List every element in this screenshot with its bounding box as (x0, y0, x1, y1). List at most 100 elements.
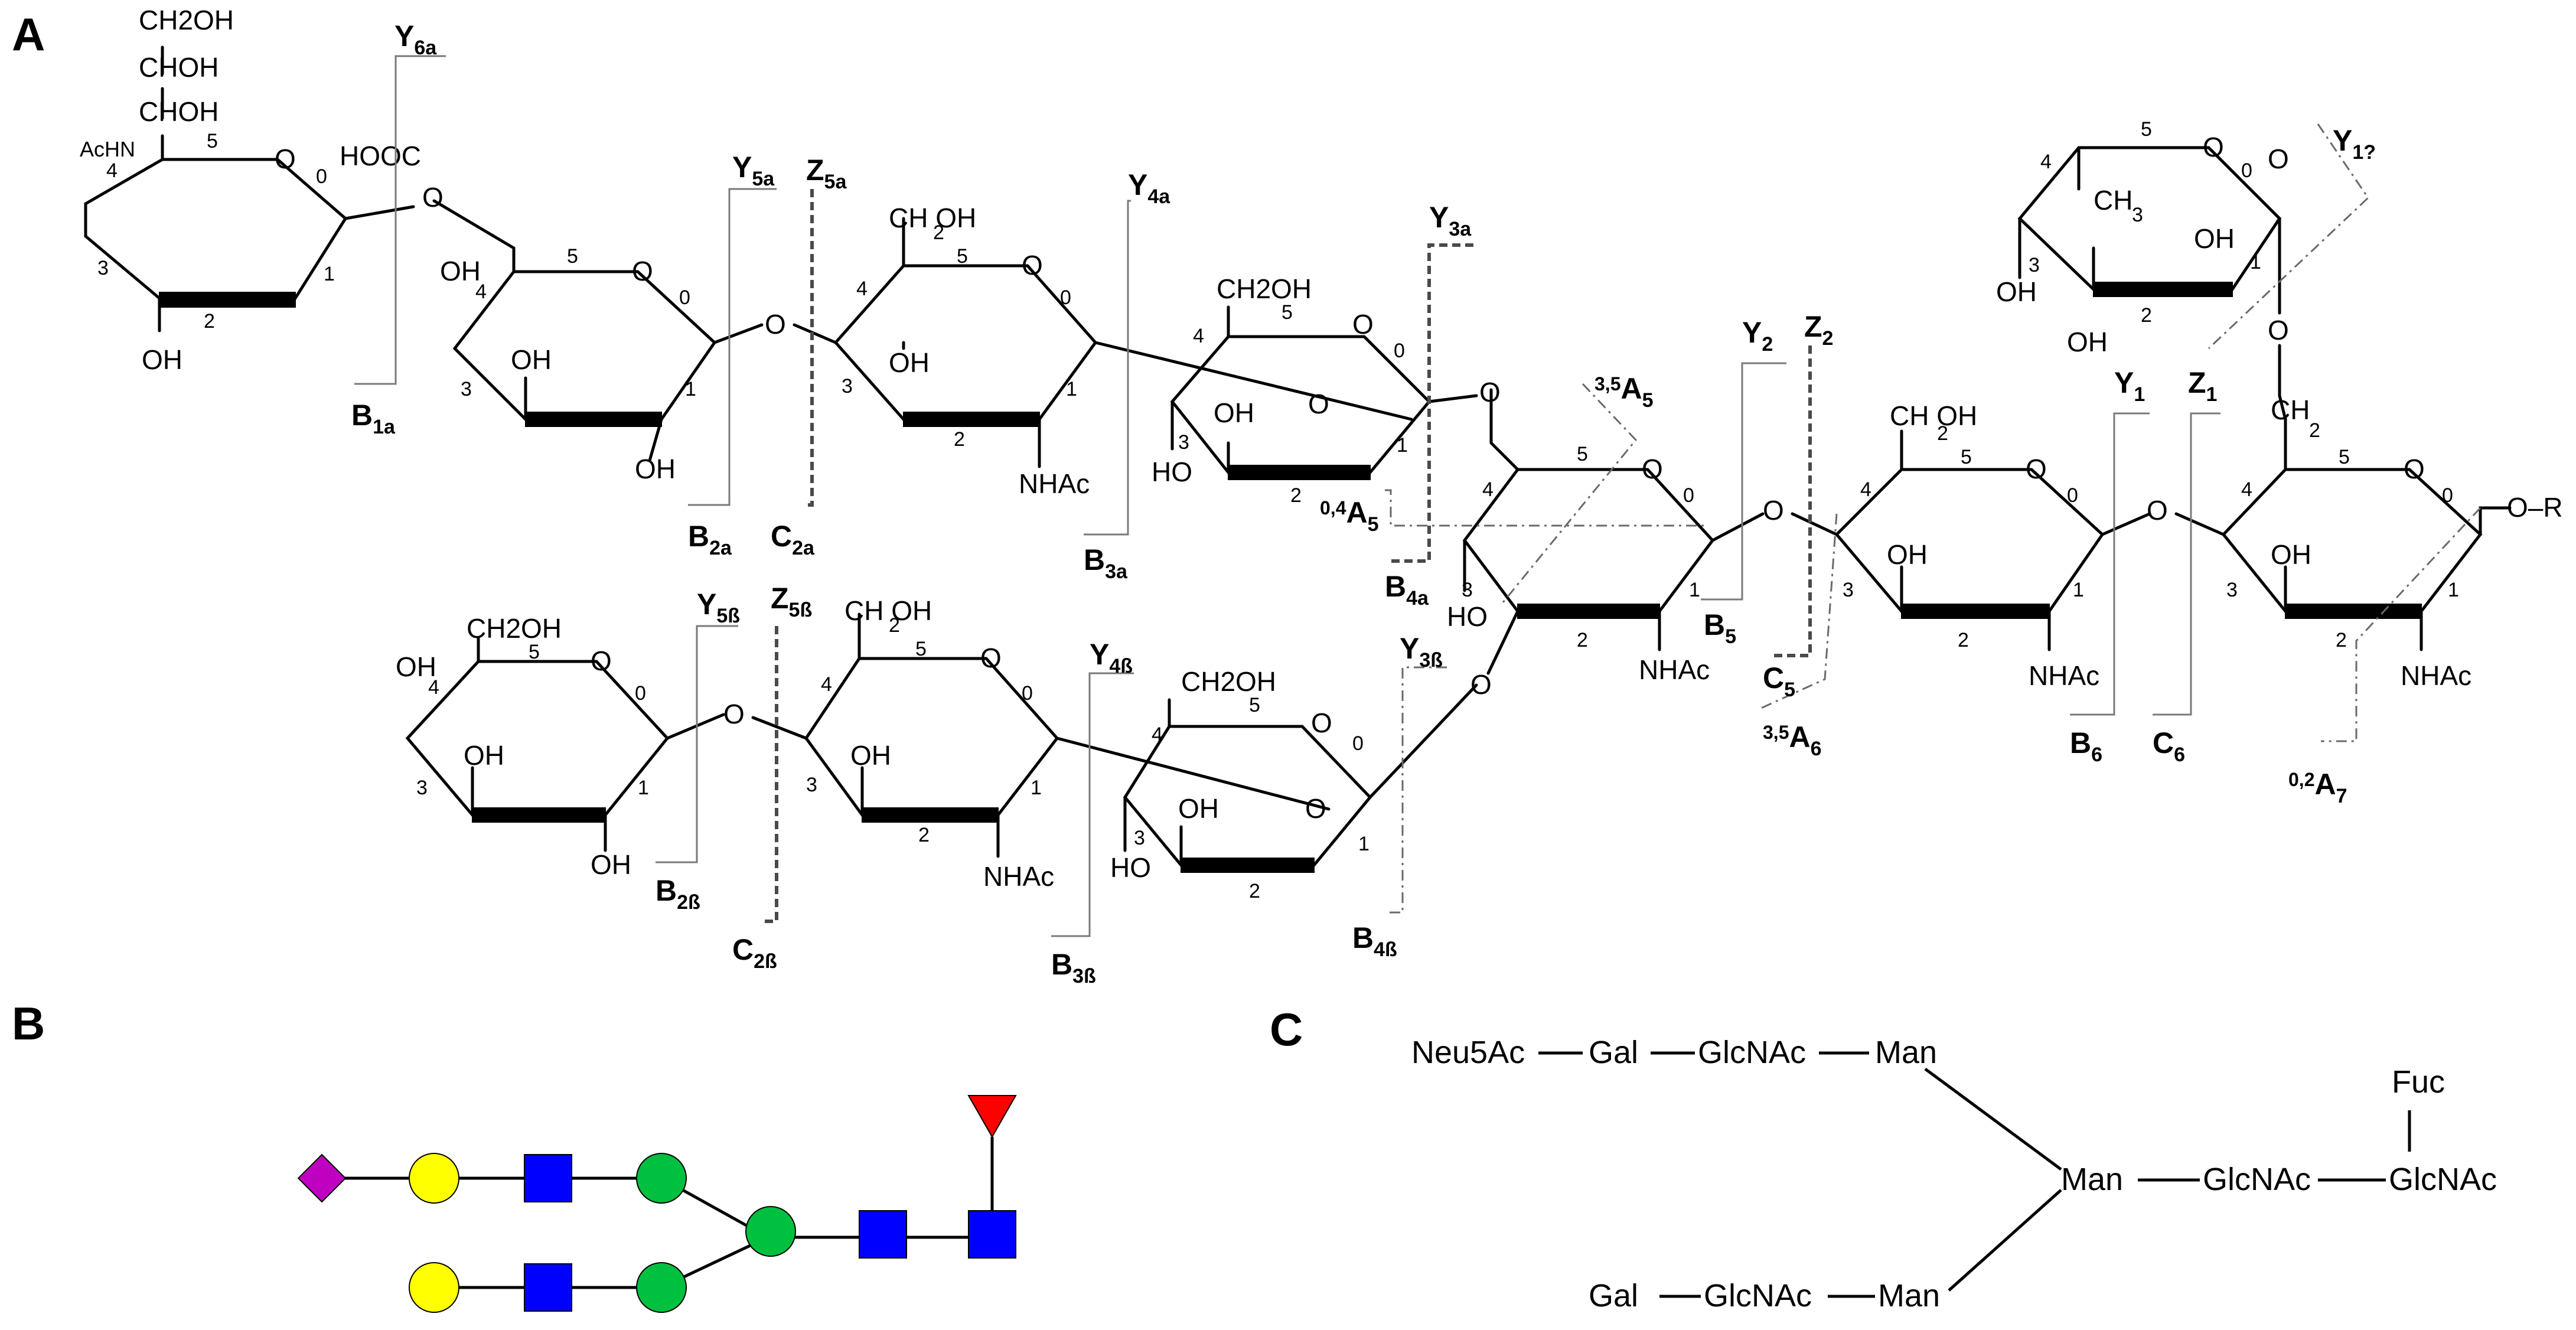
gal-b-residue: CH2OH OH OH OH O 5 4 3 1 0 O (396, 613, 745, 880)
gal-a-oh-4: OH (440, 256, 481, 286)
fuc-oh-2: OH (2194, 223, 2235, 254)
glcnac-b-ch2oh: CH OH (844, 595, 932, 626)
fragment-labels: Y6a B1a Y5a Z5a B2a C2a Y4a B3a Y3a 0,4A… (351, 19, 2376, 987)
gal-b-num: 4 (428, 676, 439, 699)
fragment-label-y4a: Y4a (1128, 168, 1170, 208)
fuc-num: 0 (2241, 159, 2252, 182)
symbol-panel-b (297, 1095, 1017, 1313)
glcnac-a-num: 3 (842, 375, 853, 397)
man-core-num: 1 (1689, 579, 1700, 601)
gal-a-num: 4 (475, 281, 487, 303)
glcnac-b-num: 2 (918, 824, 930, 846)
fragment-label-b5: B5 (1704, 608, 1736, 648)
fragment-label-c6: C6 (2153, 726, 2185, 766)
sia-num-3: 3 (97, 257, 109, 279)
gal-b-num: 3 (416, 777, 428, 799)
fuc-num: 1 (2250, 251, 2261, 273)
glcnac-a-num: 1 (1066, 378, 1077, 400)
man-core-circle-icon (745, 1206, 796, 1257)
glcnac-core-num: 2 (1958, 629, 1969, 651)
man-a-num: 5 (1282, 301, 1293, 324)
fragment-label-b1a: B1a (351, 399, 396, 438)
gal-a-num: 1 (685, 378, 696, 400)
glcnac-red-sub: 2 (2309, 419, 2320, 442)
c-core-man: Man (2061, 1162, 2123, 1197)
gal-b-ch2oh: CH2OH (467, 613, 562, 644)
man-core-num: 4 (1482, 478, 1494, 501)
gal-a-residue: OH OH OH O 5 4 3 1 0 O (432, 199, 786, 484)
fragment-label-z1: Z1 (2188, 366, 2217, 406)
sia-num-0: 0 (316, 165, 327, 188)
man-b-oh: OH (1178, 793, 1219, 824)
fuc-num: 2 (2141, 304, 2152, 327)
fragment-label-y1q: Y1? (2333, 124, 2376, 164)
gal-a-num: 5 (567, 245, 578, 268)
sia-oh: OH (142, 344, 182, 375)
glcnac-square-icon (524, 1154, 572, 1202)
glcnac-a-num: 4 (856, 278, 868, 300)
man-b-num: 4 (1152, 723, 1163, 746)
gal-a-oh-2: OH (635, 454, 676, 484)
glcnac-core-num: 1 (2073, 579, 2084, 601)
glcnac-core-ring-o: O (2026, 454, 2047, 484)
c-core-glcnac-1: GlcNAc (2203, 1162, 2311, 1197)
man-a-num: 0 (1394, 340, 1405, 362)
fragment-label-b4b: B4ß (1352, 921, 1397, 961)
glcnac-a-ring-o: O (1022, 250, 1043, 281)
glcnac-red-oh: OH (2271, 539, 2311, 570)
sia-ring-o: O (275, 144, 296, 174)
gal-b-oh-2: OH (591, 849, 631, 880)
man-b-ring-o2: O (1305, 793, 1326, 824)
glyco-o-2: O (765, 309, 786, 340)
glcnac-square-icon (524, 1263, 572, 1312)
fragment-label-y3b: Y3ß (1400, 632, 1443, 671)
glcnac-b-num: 1 (1031, 777, 1042, 799)
man-core-ho: HO (1447, 601, 1488, 632)
man-b-ch2oh: CH2OH (1181, 666, 1276, 697)
glyco-o-1: O (422, 182, 444, 213)
glcnac-a-nhac: NHAc (1019, 468, 1090, 499)
gal-circle-icon (409, 1153, 459, 1204)
fragment-label-y5b: Y5ß (697, 588, 740, 627)
glcnac-red-num: 1 (2448, 579, 2459, 601)
gal-b-num: 0 (635, 682, 646, 705)
panel-label-a: A (12, 8, 45, 60)
fragment-label-y3a: Y3a (1429, 201, 1472, 240)
fragment-label-c2a: C2a (771, 520, 815, 559)
sia-choh-1: CHOH (139, 52, 219, 83)
fuc-sub: 3 (2132, 204, 2143, 226)
fragment-label-z5b: Z5ß (771, 582, 812, 621)
man-a-residue: CH2OH OH HO O O 5 4 3 2 1 0 O (1152, 273, 1501, 507)
glcnac-red-nhac: NHAc (2401, 660, 2471, 691)
c-top-gal: Gal (1589, 1035, 1638, 1070)
gal-b-ring-o: O (591, 646, 612, 676)
glcnac-core-residue: CH OH 2 OH NHAc O 5 4 3 2 1 0 O (1791, 400, 2168, 691)
man-a-ring-o: O (1352, 309, 1374, 340)
fragment-label-y4b: Y4ß (1090, 638, 1133, 677)
sia-num-5: 5 (207, 130, 218, 152)
man-a-ring-o2: O (1308, 389, 1329, 419)
gal-b-oh-3: OH (464, 740, 504, 771)
fuc-triangle-icon (967, 1095, 1017, 1139)
man-a-num: 2 (1290, 484, 1302, 507)
glcnac-a-residue: CH OH 2 OH NHAc O 5 4 3 2 1 0 (793, 203, 1413, 499)
sia-hooc: HOOC (340, 141, 421, 171)
fragment-label-b2b: B2ß (656, 874, 700, 914)
glcnac-b-residue: CH OH 2 OH NHAc O 5 4 3 2 1 0 (751, 595, 1331, 892)
gal-circle-icon (409, 1262, 459, 1313)
glcnac-red-aglycone: O–R (2507, 492, 2563, 523)
fuc-ring-o: O (2203, 132, 2224, 162)
fucose-residue: CH 3 OH OH OH O 5 4 3 2 1 0 O (1996, 118, 2289, 421)
man-a-ho: HO (1152, 457, 1192, 487)
glyco-o-9: O (2268, 144, 2289, 174)
glyco-o-7: O (2147, 495, 2168, 526)
gal-a-ring-o: O (632, 256, 653, 286)
man-a-num: 1 (1397, 434, 1408, 457)
sialic-acid-residue: CH2OH CHOH CHOH AcHN HOOC OH O 5 4 3 2 1… (80, 5, 444, 375)
glcnac-square-icon (859, 1210, 907, 1259)
fragment-label-b3b: B3ß (1051, 948, 1096, 987)
man-circle-icon (636, 1153, 687, 1204)
glcnac-core-nhac: NHAc (2029, 660, 2099, 691)
fragment-label-c2b: C2ß (732, 933, 777, 973)
